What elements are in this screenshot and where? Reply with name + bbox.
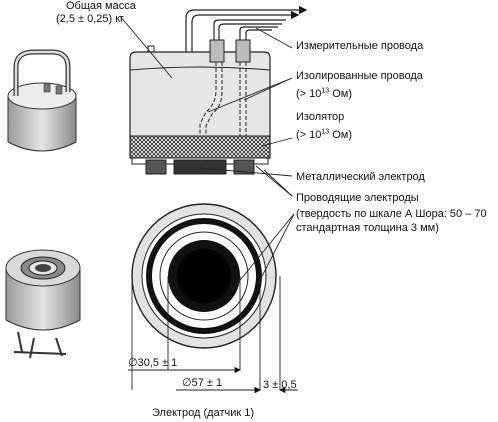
electrode-3d-view-top (7, 49, 77, 152)
dim-inner-label: ∅30,5 ± 1 (128, 357, 178, 369)
mass-value: (2,5 ± 0,25) кг (56, 13, 125, 25)
hardness-line-2: стандартная толщина 3 мм) (296, 222, 439, 234)
insulator-resistance: (> 1013 Ом) (296, 128, 353, 141)
electrode-3d-view-bottom (5, 249, 81, 359)
conductive-electrodes-label: Проводящие электроды (296, 192, 419, 204)
dim-outer-label: ∅57 ± 1 (182, 377, 223, 389)
dimension-lines (128, 276, 298, 394)
dim-thickness-label: 3 ± 0,5 (263, 379, 297, 391)
leader-lines (119, 15, 295, 291)
insulated-wires-resistance: (> 1013 Ом) (296, 87, 353, 100)
hardness-line-1: (твердость по шкале А Шора: 50 – 70 (296, 208, 487, 220)
electrode-cross-section (129, 5, 308, 175)
metal-electrode-label: Металлический электрод (296, 171, 425, 183)
caption: Электрод (датчик 1) (152, 407, 255, 419)
mass-title: Общая масса (66, 0, 136, 12)
insulator-label: Изолятор (296, 111, 345, 123)
insulated-wires-label: Изолированные провода (296, 70, 423, 82)
electrode-bottom-view (131, 203, 277, 349)
measuring-wires-label: Измерительные провода (296, 40, 424, 52)
